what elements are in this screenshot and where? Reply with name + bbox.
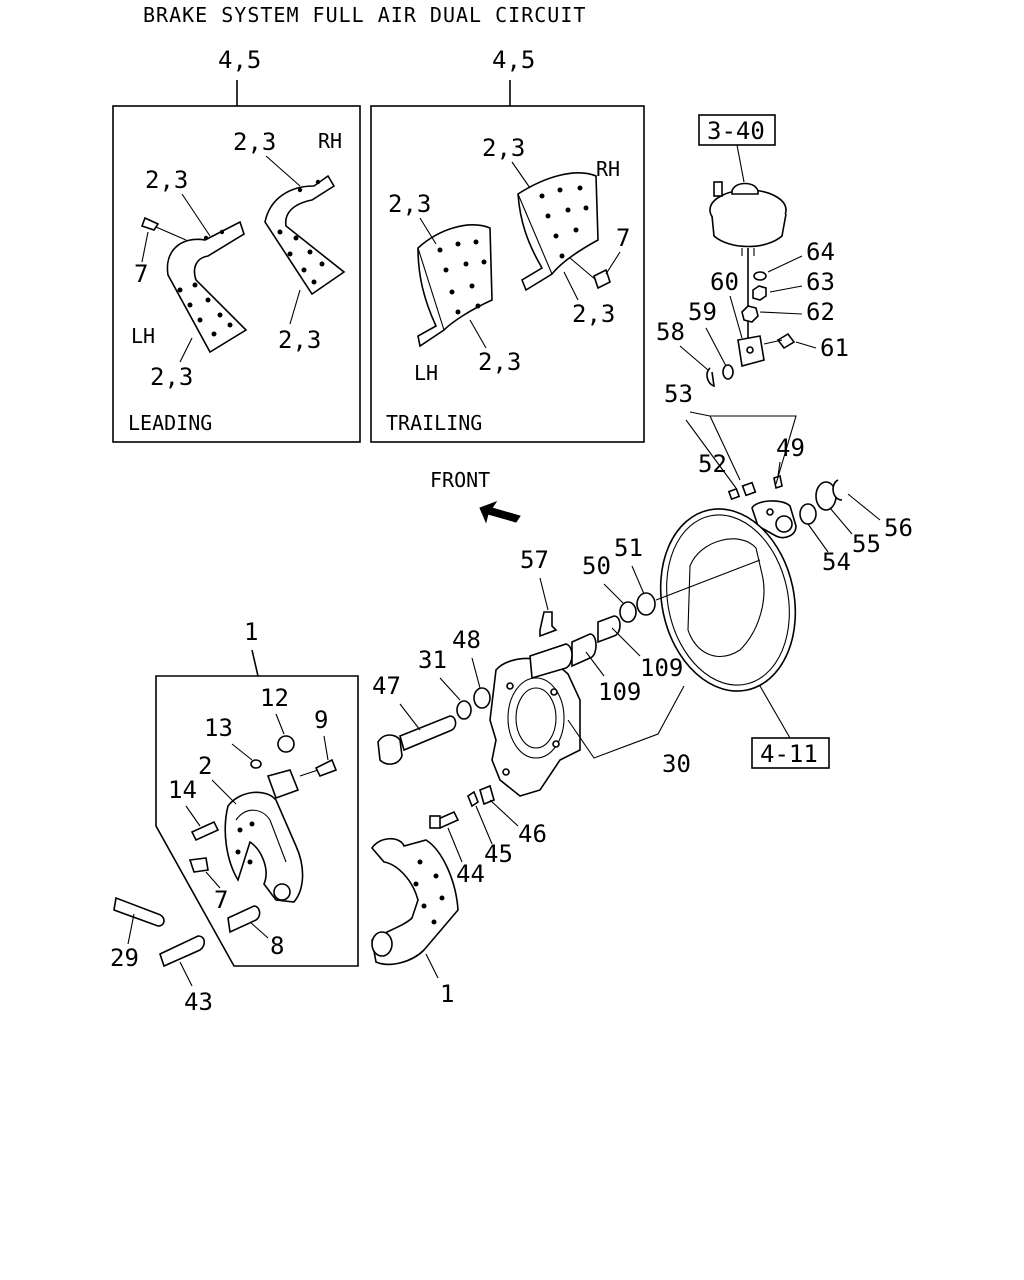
- trailing-label-c: 2,3: [572, 300, 615, 328]
- part-8: 8: [270, 932, 284, 960]
- part-60: 60: [710, 268, 739, 296]
- trailing-caption: TRAILING: [386, 411, 482, 435]
- diagram-title: BRAKE SYSTEM FULL AIR DUAL CIRCUIT: [143, 3, 586, 27]
- part-45: 45: [484, 840, 513, 868]
- part-109-a: 109: [640, 654, 683, 682]
- trailing-lh-label: LH: [414, 361, 438, 385]
- part-63: 63: [806, 268, 835, 296]
- loose-pins: [113, 896, 206, 968]
- part-59: 59: [688, 298, 717, 326]
- trailing-rh-shoe: [517, 172, 611, 292]
- ref-box-4-11-text: 4-11: [760, 740, 818, 768]
- trailing-lh-shoe: [417, 224, 493, 348]
- part-64: 64: [806, 238, 835, 266]
- front-arrow-icon: [479, 500, 521, 524]
- shoe-assembly-frame: [155, 675, 359, 967]
- part-31: 31: [418, 646, 447, 674]
- ref-box-4-11: [751, 737, 830, 769]
- leading-panel-frame: [112, 105, 361, 443]
- leading-panel-ref: 4,5: [218, 46, 261, 74]
- trailing-panel-frame: [370, 105, 645, 443]
- leading-panel: 4,5 RH 2,3 2,3: [112, 46, 361, 443]
- ref-box-3-40-text: 3-40: [707, 117, 765, 145]
- trailing-label-d: 2,3: [478, 348, 521, 376]
- part-46: 46: [518, 820, 547, 848]
- part-50: 50: [582, 552, 611, 580]
- part-7: 7: [214, 886, 228, 914]
- leading-rh-label: RH: [318, 129, 342, 153]
- part-51: 51: [614, 534, 643, 562]
- leading-lh-shoe: [140, 216, 248, 354]
- part-49: 49: [776, 434, 805, 462]
- part-44: 44: [456, 860, 485, 888]
- chamber-fasteners: [706, 271, 796, 388]
- brake-chamber: 3-40: [698, 114, 787, 340]
- part-14: 14: [168, 776, 197, 804]
- trailing-panel: 4,5 RH 2,3 2,3: [370, 46, 645, 443]
- part-43: 43: [184, 988, 213, 1016]
- lower-brake-shoe: [370, 837, 459, 966]
- part-53: 53: [664, 380, 693, 408]
- leading-label-c: 2,3: [278, 326, 321, 354]
- spider-assembly: [377, 592, 656, 830]
- trailing-label-a: 2,3: [482, 134, 525, 162]
- part-62: 62: [806, 298, 835, 326]
- trailing-label-7: 7: [616, 224, 630, 252]
- part-2: 2: [198, 752, 212, 780]
- shoe-assembly-ref: 1: [244, 618, 258, 646]
- part-1-lower: 1: [440, 980, 454, 1008]
- leading-label-7: 7: [134, 260, 148, 288]
- part-29: 29: [110, 944, 139, 972]
- part-58: 58: [656, 318, 685, 346]
- leading-label-b: 2,3: [145, 166, 188, 194]
- leading-label-a: 2,3: [233, 128, 276, 156]
- front-label: FRONT: [430, 468, 490, 492]
- part-109-b: 109: [598, 678, 641, 706]
- part-56: 56: [884, 514, 913, 542]
- shoe-assembly-panel: 1: [155, 618, 359, 967]
- part-48: 48: [452, 626, 481, 654]
- part-47: 47: [372, 672, 401, 700]
- leading-lh-label: LH: [131, 324, 155, 348]
- leading-caption: LEADING: [128, 411, 212, 435]
- part-13: 13: [204, 714, 233, 742]
- part-30: 30: [662, 750, 691, 778]
- part-57: 57: [520, 546, 549, 574]
- part-9: 9: [314, 706, 328, 734]
- part-54: 54: [822, 548, 851, 576]
- part-55: 55: [852, 530, 881, 558]
- trailing-rh-label: RH: [596, 157, 620, 181]
- part-61: 61: [820, 334, 849, 362]
- dust-shield: 4-11: [655, 508, 830, 769]
- trailing-panel-ref: 4,5: [492, 46, 535, 74]
- trailing-label-b: 2,3: [388, 190, 431, 218]
- leading-label-d: 2,3: [150, 363, 193, 391]
- part-52: 52: [698, 450, 727, 478]
- leading-rh-shoe: [264, 174, 346, 296]
- part-12: 12: [260, 684, 289, 712]
